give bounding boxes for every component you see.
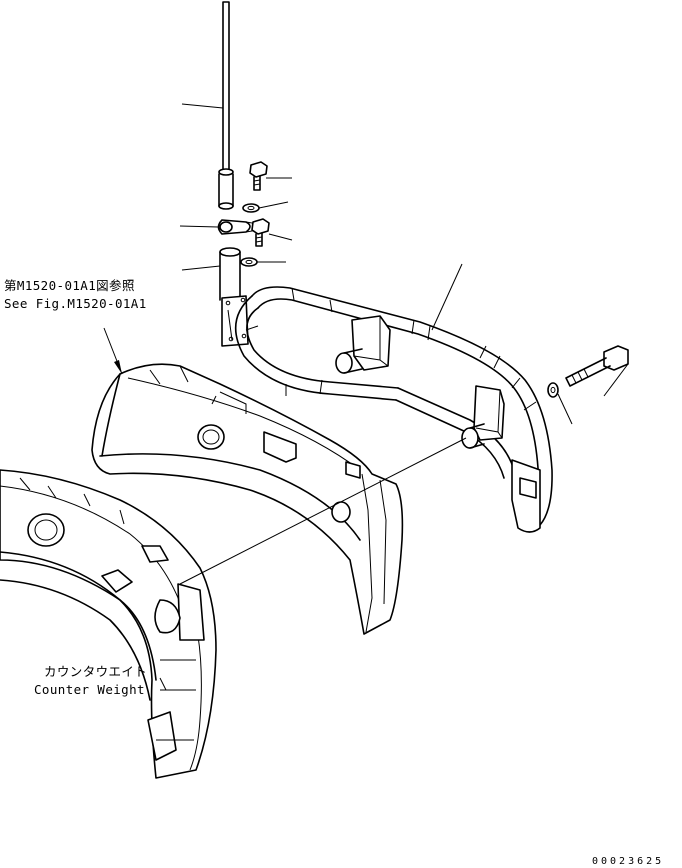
counterweight [0, 469, 217, 779]
washer-right [547, 382, 559, 398]
clamp [217, 219, 259, 235]
handrail [234, 286, 553, 533]
washer-upper [242, 203, 260, 213]
bolt-upper [249, 161, 268, 191]
counterweight-label-jp: カウンタウエイト [44, 664, 147, 679]
reference-label-en: See Fig.M1520-01A1 [4, 296, 147, 311]
antenna-rod [218, 1, 234, 210]
counterweight-label-en: Counter Weight [34, 682, 145, 697]
leader-lines [103, 103, 629, 691]
long-bolt [565, 345, 629, 387]
reference-label-jp: 第M1520-01A1図参照 [4, 278, 135, 293]
drawing-number: 00023625 [592, 856, 664, 867]
counterweight-cover [91, 363, 404, 635]
bolt-lower [251, 218, 270, 247]
washer-lower [240, 257, 258, 267]
